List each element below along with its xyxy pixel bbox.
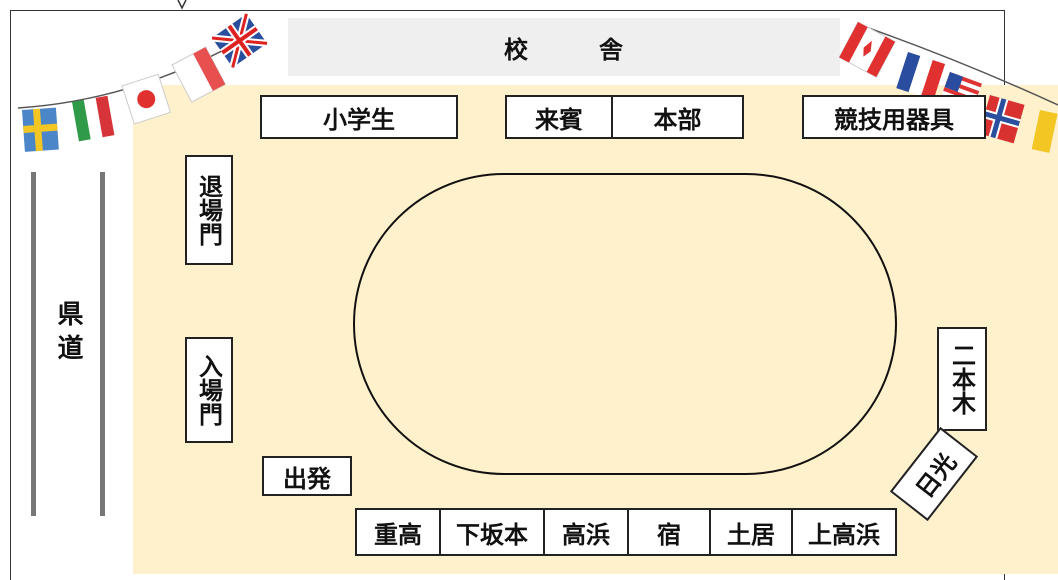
japan-flag-icon — [121, 73, 172, 125]
guests-area: 来賓 — [505, 95, 613, 139]
norway-flag-icon — [978, 95, 1025, 144]
road-line-left — [31, 172, 36, 516]
yellow-flag-icon — [1031, 110, 1058, 153]
canada-flag-icon — [838, 21, 896, 78]
elementary-area: 小学生 — [260, 95, 458, 139]
equipment-area: 競技用器具 — [802, 95, 986, 139]
sweden-flag-icon — [22, 107, 59, 152]
italy-flag-icon — [72, 95, 115, 142]
running-track — [353, 173, 897, 475]
entrance-gate: 入場門 — [185, 337, 233, 443]
uk-flag-icon — [211, 13, 268, 69]
school-label-right: 舎 — [599, 35, 624, 64]
team-area: 重高 — [355, 508, 441, 556]
france-flag-icon — [896, 52, 946, 101]
road-line-right — [100, 172, 105, 516]
team-area: 高浜 — [543, 508, 629, 556]
nihongi-area: 二本木 — [937, 327, 987, 431]
road-label: 県道 — [53, 300, 83, 368]
team-area: 土居 — [709, 508, 793, 556]
headquarters-area: 本部 — [611, 95, 744, 139]
team-area: 上高浜 — [791, 508, 897, 556]
school-building: 校 舎 — [288, 18, 840, 76]
flag-bunting — [17, 0, 1058, 153]
team-area: 下坂本 — [439, 508, 545, 556]
start-area: 出発 — [262, 456, 352, 496]
red-white-flag-icon — [171, 46, 226, 103]
team-area: 宿 — [627, 508, 711, 556]
exit-gate: 退場門 — [185, 155, 233, 265]
school-label-left: 校 — [504, 35, 529, 64]
